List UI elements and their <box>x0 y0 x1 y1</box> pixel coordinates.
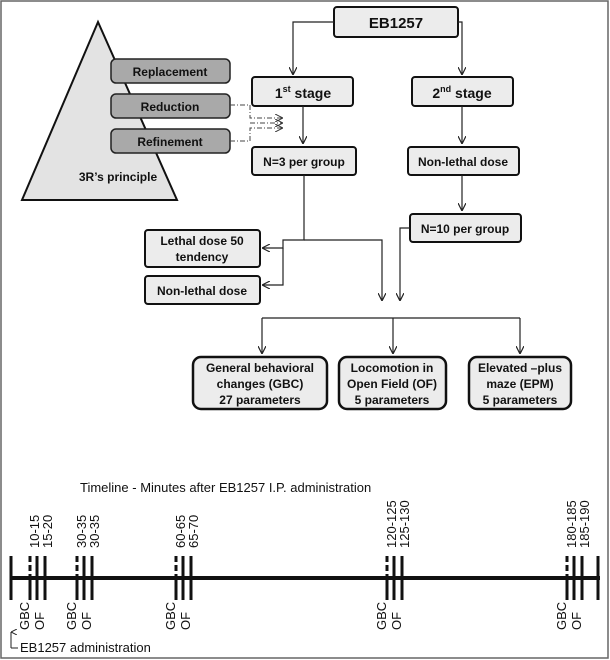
nonlethal-left-label: Non-lethal dose <box>157 284 247 298</box>
replacement-label: Replacement <box>133 65 208 79</box>
label-of: OF <box>389 612 404 630</box>
label-of: OF <box>178 612 193 630</box>
label-of: OF <box>79 612 94 630</box>
timeline: Timeline - Minutes after EB1257 I.P. adm… <box>9 480 600 655</box>
replacement-box <box>110 58 231 84</box>
reduction-arrow <box>230 104 282 118</box>
timeline-title: Timeline - Minutes after EB1257 I.P. adm… <box>80 480 371 495</box>
nonlethal-stage2-box <box>407 146 520 176</box>
reduction-label: Reduction <box>141 100 200 114</box>
label-gbc: GBC <box>64 602 79 630</box>
ld50-line1: Lethal dose 50 <box>160 234 244 248</box>
gbc-line3: 27 parameters <box>219 393 301 407</box>
time-range-of: 65-70 <box>186 515 201 548</box>
ld50-box <box>144 229 261 268</box>
ld50-line2: tendency <box>176 250 229 264</box>
time-range-of: 15-20 <box>40 515 55 548</box>
time-range-gbc: 30-35 <box>74 515 89 548</box>
label-gbc: GBC <box>163 602 178 630</box>
stage2-label: 2nd stage <box>432 84 491 101</box>
time-range-gbc: 180-185 <box>564 500 579 548</box>
nonlethal-left-box <box>144 275 261 305</box>
time-range-gbc: 60-65 <box>173 515 188 548</box>
label-gbc: GBC <box>374 602 389 630</box>
time-range-of: 185-190 <box>577 500 592 548</box>
label-gbc: GBC <box>554 602 569 630</box>
stage1-label: 1st stage <box>275 84 331 101</box>
root-connectors <box>293 21 462 74</box>
epm-line3: 5 parameters <box>483 393 558 407</box>
n3-label: N=3 per group <box>263 155 345 169</box>
time-range-gbc: 120-125 <box>384 500 399 548</box>
gbc-line2: changes (GBC) <box>217 377 304 391</box>
locomotion-line2: Open Field (OF) <box>347 377 437 391</box>
gbc-line1: General behavioral <box>206 361 314 375</box>
gbc-box <box>191 355 329 411</box>
label-gbc: GBC <box>17 602 32 630</box>
tests-connectors <box>262 317 520 353</box>
principle-arrows <box>230 104 282 142</box>
reduction-box <box>110 93 231 119</box>
time-range-of: 125-130 <box>397 500 412 548</box>
stage-connectors <box>303 106 462 143</box>
time-range-of: 30-35 <box>87 515 102 548</box>
epm-box <box>467 355 573 411</box>
time-range-gbc: 10-15 <box>27 515 42 548</box>
locomotion-line1: Locomotion in <box>351 361 434 375</box>
three-rs-principle: Replacement Reduction Refinement 3R’s pr… <box>20 19 231 201</box>
principle-caption: 3R’s principle <box>79 170 158 184</box>
admin-label: EB1257 administration <box>20 640 151 655</box>
n10-label: N=10 per group <box>421 222 509 236</box>
eb1257-label: EB1257 <box>369 15 423 32</box>
n3-connectors <box>263 175 382 300</box>
nonlethal-stage2-label: Non-lethal dose <box>418 155 508 169</box>
n10-connector <box>400 227 410 300</box>
epm-line1: Elevated –plus <box>478 361 562 375</box>
refinement-label: Refinement <box>137 135 202 149</box>
label-of: OF <box>32 612 47 630</box>
label-of: OF <box>569 612 584 630</box>
locomotion-line3: 5 parameters <box>355 393 430 407</box>
epm-line2: maze (EPM) <box>486 377 553 391</box>
locomotion-box <box>337 355 448 411</box>
refinement-arrow <box>230 128 282 142</box>
